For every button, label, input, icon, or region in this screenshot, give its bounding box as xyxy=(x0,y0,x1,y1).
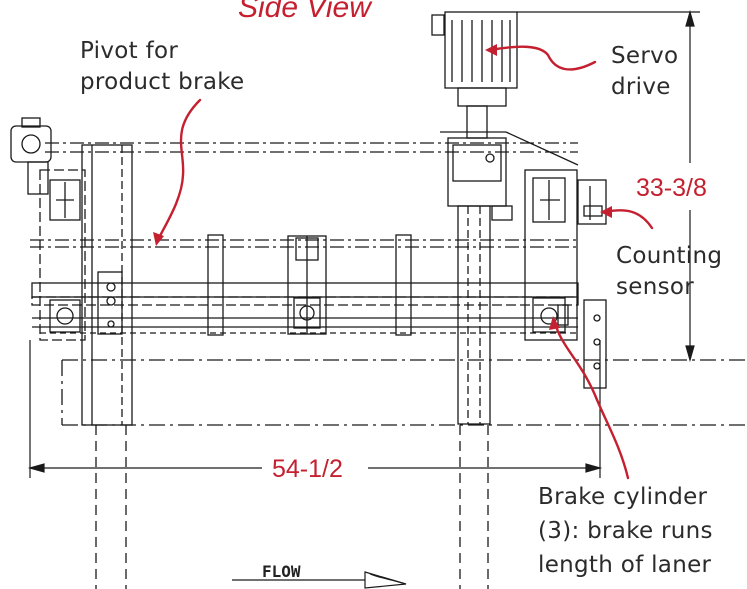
diagram-title: Side View xyxy=(238,0,371,24)
cylinder-label-line-3: length of laner xyxy=(538,552,712,578)
pivot-leader xyxy=(156,98,202,242)
counting-sensor-hardware xyxy=(577,179,607,225)
upper-rail xyxy=(45,142,578,153)
lane-dividers xyxy=(207,234,412,336)
cylinder-leader-arrow xyxy=(549,316,560,330)
lower-base xyxy=(61,359,747,426)
right-bracket xyxy=(524,169,578,341)
servo-label-line-2: drive xyxy=(611,74,671,100)
sensor-leader-arrow xyxy=(600,206,612,218)
sensor-label-line-2: sensor xyxy=(616,274,695,300)
leg-extensions xyxy=(95,425,489,589)
pivot-label-line-1: Pivot for xyxy=(80,38,179,64)
height-dimension xyxy=(517,9,700,363)
pivot-leader-arrow xyxy=(153,232,164,246)
diagonal-brace xyxy=(440,131,579,166)
sensor-label-line-1: Counting xyxy=(616,243,723,269)
pivot-label-line-2: product brake xyxy=(80,69,245,95)
servo-leader-arrow xyxy=(485,44,497,56)
cylinder-label-line-1: Brake cylinder xyxy=(538,484,708,510)
right-mount-plate xyxy=(583,299,607,389)
flow-arrow xyxy=(232,571,407,589)
center-gearbox xyxy=(447,137,513,425)
left-roller xyxy=(10,117,52,195)
sensor-leader xyxy=(603,209,654,230)
conveyor-frame xyxy=(31,282,579,334)
servo-leader xyxy=(488,45,597,71)
servo-motor xyxy=(431,11,518,139)
height-dimension-value: 33-3/8 xyxy=(636,174,707,202)
servo-label-line-1: Servo xyxy=(611,43,679,69)
left-bracket xyxy=(39,169,86,341)
width-dimension-value: 54-1/2 xyxy=(272,455,343,483)
flow-label: FLOW xyxy=(262,562,301,581)
cylinder-leader xyxy=(553,320,630,480)
pivot-bar xyxy=(30,239,580,248)
cylinder-label-line-2: (3): brake runs xyxy=(538,518,713,544)
left-column xyxy=(81,144,133,426)
